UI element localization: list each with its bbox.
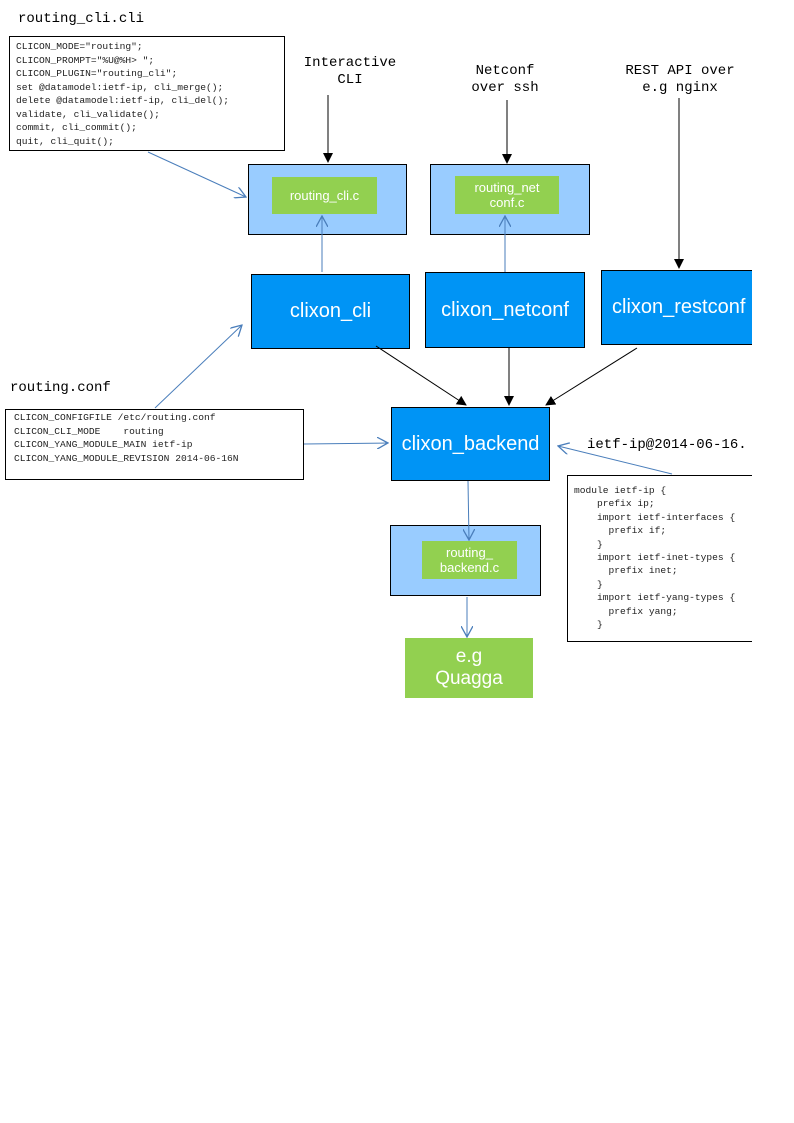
code-line: import ietf-yang-types { [574,592,736,604]
arrow-restconf-to-backend [545,347,638,406]
code-line: CLICON_MODE="routing"; [16,41,143,52]
code-line: CLICON_PROMPT="%U@%H> "; [16,54,155,66]
cli-spec-title: routing_cli.cli [18,11,145,27]
restapi-label: REST API over e.g nginx [625,63,735,96]
clixon-backend-box: clixon_backend [391,407,550,481]
arrow-backend-to-plugin [468,480,469,540]
code-line: validate, cli_validate(); [16,108,160,120]
black-arrows [323,95,684,406]
code-line: set @datamodel:ietf-ip, cli_merge(); [16,81,224,93]
code-line: CLICON_CONFIGFILE /etc/routing.conf [14,412,216,423]
code-line: CLICON_YANG_MODULE_REVISION 2014-06-16N [14,452,239,464]
blue-arrows [147,151,673,637]
yang-title: ietf-ip@2014-06-16. [587,437,747,453]
cli-spec-code: CLICON_MODE="routing"; CLICON_PROMPT="%U@… [9,36,285,151]
diagram-canvas: routing_cli.cli CLICON_MODE="routing";CL… [5,11,752,1123]
code-line: quit, cli_quit(); [16,135,114,147]
arrow-yang-to-backend [558,446,673,475]
code-line: prefix ip; [574,498,655,510]
yang-code: module ietf-ip { prefix ip; import ietf-… [567,475,752,642]
clixon-netconf-box: clixon_netconf [425,272,585,348]
routing-cli-plugin: routing_cli.c [272,177,377,214]
connectors [147,95,684,1123]
code-line: } [574,538,603,550]
arrow-conf-to-backend [303,443,388,444]
code-line: CLICON_CLI_MODE routing [14,425,164,437]
arrow-cli-to-backend [375,345,467,406]
code-line: import ietf-interfaces { [574,511,736,523]
interactive-cli-label: Interactive CLI [303,55,397,88]
code-line: prefix yang; [574,605,678,617]
clixon-restconf-box: clixon_restconf [601,270,752,345]
clixon-cli-box: clixon_cli [251,274,410,349]
code-line: } [574,578,603,590]
netconf-ssh-label: Netconf over ssh [471,63,539,96]
config-title: routing.conf [10,380,111,396]
code-line: commit, cli_commit(); [16,122,137,133]
code-line: delete @datamodel:ietf-ip, cli_del(); [16,95,230,106]
code-line: import ietf-inet-types { [574,552,736,564]
routing-netconf-plugin: routing_net conf.c [455,176,559,214]
routing-backend-plugin: routing_ backend.c [422,541,517,579]
code-line: prefix if; [574,525,667,537]
quagga-box: e.g Quagga [405,638,533,698]
code-line: module ietf-ip { [574,485,667,496]
arrow-conf-to-cli [154,325,242,409]
code-line: CLICON_YANG_MODULE_MAIN ietf-ip [14,439,193,450]
code-line: } [574,619,603,631]
arrow-clispec-to-plugin [147,151,246,197]
code-line: prefix inet; [574,565,678,577]
code-line: CLICON_PLUGIN="routing_cli"; [16,68,178,79]
